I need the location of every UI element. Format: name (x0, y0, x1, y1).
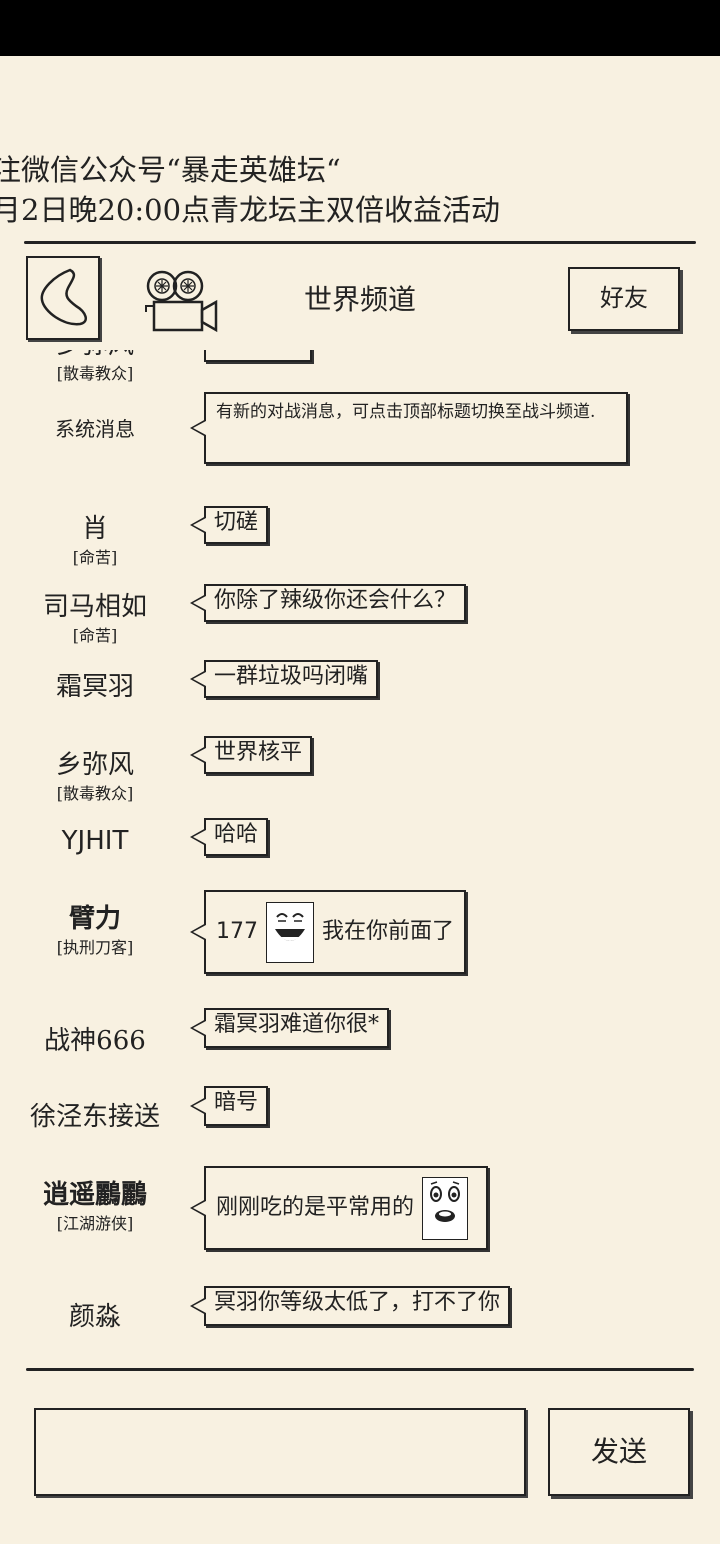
message-bubble: 霜冥羽难道你很* (189, 1008, 390, 1048)
sender: 系统消息 (0, 412, 190, 446)
message-bubble: 刚刚吃的是平常用的 (189, 1166, 489, 1250)
sender-title: [散毒教众] (56, 364, 134, 383)
message-text: 我在你前面了 (322, 919, 455, 944)
sender-name: 战神666 (44, 1026, 146, 1056)
channel-title[interactable]: 世界频道 (303, 283, 416, 316)
sender[interactable]: 臂力 [执刑刀客] (0, 902, 190, 960)
sender-name: 徐泾东接送 (29, 1102, 160, 1132)
video-camera-icon[interactable] (140, 266, 220, 342)
announcement-line-1: 注微信公众号“暴走英雄坛“ (0, 153, 341, 187)
sender-title: [执刑刀客] (56, 938, 134, 957)
sender[interactable]: 颜淼 (0, 1300, 190, 1334)
sender-name: 霜冥羽 (55, 672, 134, 702)
sender-name: YJHIT (61, 826, 129, 856)
message-bubble: 哈哈 (189, 818, 269, 856)
laughing-face-emoji (266, 901, 314, 963)
surprised-face-emoji (422, 1176, 469, 1240)
announcement-line-2: 月2日晚20:00点青龙坛主双倍收益活动 (0, 193, 501, 227)
sender-name: 司马相如 (42, 592, 147, 622)
sender-name: 乡弥风 (0, 350, 190, 362)
message-bubble: 切磋 (189, 506, 269, 544)
sender-title: [江湖游侠] (56, 1214, 134, 1233)
divider-top (24, 241, 696, 244)
sender[interactable]: YJHIT (0, 824, 190, 858)
sender-title: [命苦] (72, 626, 118, 645)
sender[interactable]: 司马相如 [命苦] (0, 590, 190, 648)
send-button[interactable]: 发送 (548, 1408, 690, 1496)
sender[interactable]: 乡弥风 [散毒教众] (0, 748, 190, 806)
friends-button[interactable]: 好友 (568, 267, 680, 331)
sender[interactable]: 战神666 (0, 1024, 190, 1058)
message-bubble: 暗号 (189, 1086, 269, 1126)
sender-title: [散毒教众] (56, 784, 134, 803)
sender[interactable]: 徐泾东接送 (0, 1100, 190, 1134)
message-bubble: 有新的对战消息，可点击顶部标题切换至战斗频道. (190, 392, 628, 464)
message-bubble: 177 我在你前面了 (189, 890, 467, 974)
sender-name: 系统消息 (55, 417, 135, 441)
announcement-banner: 注微信公众号“暴走英雄坛“ 月2日晚20:00点青龙坛主双倍收益活动 (0, 150, 720, 230)
sender[interactable]: 肖 [命苦] (0, 512, 190, 570)
sender-name: 逍遥鸝鸝 (42, 1180, 147, 1210)
sender[interactable]: 霜冥羽 (0, 670, 190, 704)
message-input[interactable] (34, 1408, 526, 1496)
sender[interactable]: 逍遥鸝鸝 [江湖游侠] (0, 1178, 190, 1236)
sender-name: 乡弥风 (55, 750, 134, 780)
message-bubble: 你除了辣级你还会什么？ (189, 584, 467, 622)
message-text-prefix: 177 (216, 919, 258, 944)
sender-title: [命苦] (72, 548, 118, 567)
back-button[interactable] (26, 256, 100, 340)
divider-bottom (26, 1368, 694, 1371)
sender-name: 颜淼 (68, 1302, 121, 1332)
back-arrow-icon (40, 268, 88, 326)
message-bubble: 世界核平 (189, 736, 313, 774)
chat-list[interactable]: 乡弥风 [散毒教众] 世界核平 系统消息 有新的对战消息，可点击顶部标题切换至战… (0, 350, 720, 1355)
status-bar (0, 0, 720, 56)
sender[interactable]: 乡弥风 [散毒教众] (0, 350, 190, 386)
message-bubble: 一群垃圾吗闭嘴 (189, 660, 379, 698)
sender-name: 肖 (81, 514, 108, 544)
message-text: 刚刚吃的是平常用的 (216, 1195, 415, 1220)
channel-header: 世界频道 好友 (0, 250, 720, 350)
sender-name: 臂力 (68, 904, 121, 934)
message-bubble: 冥羽你等级太低了，打不了你 (189, 1286, 511, 1326)
message-bubble: 世界核平 (189, 350, 313, 362)
